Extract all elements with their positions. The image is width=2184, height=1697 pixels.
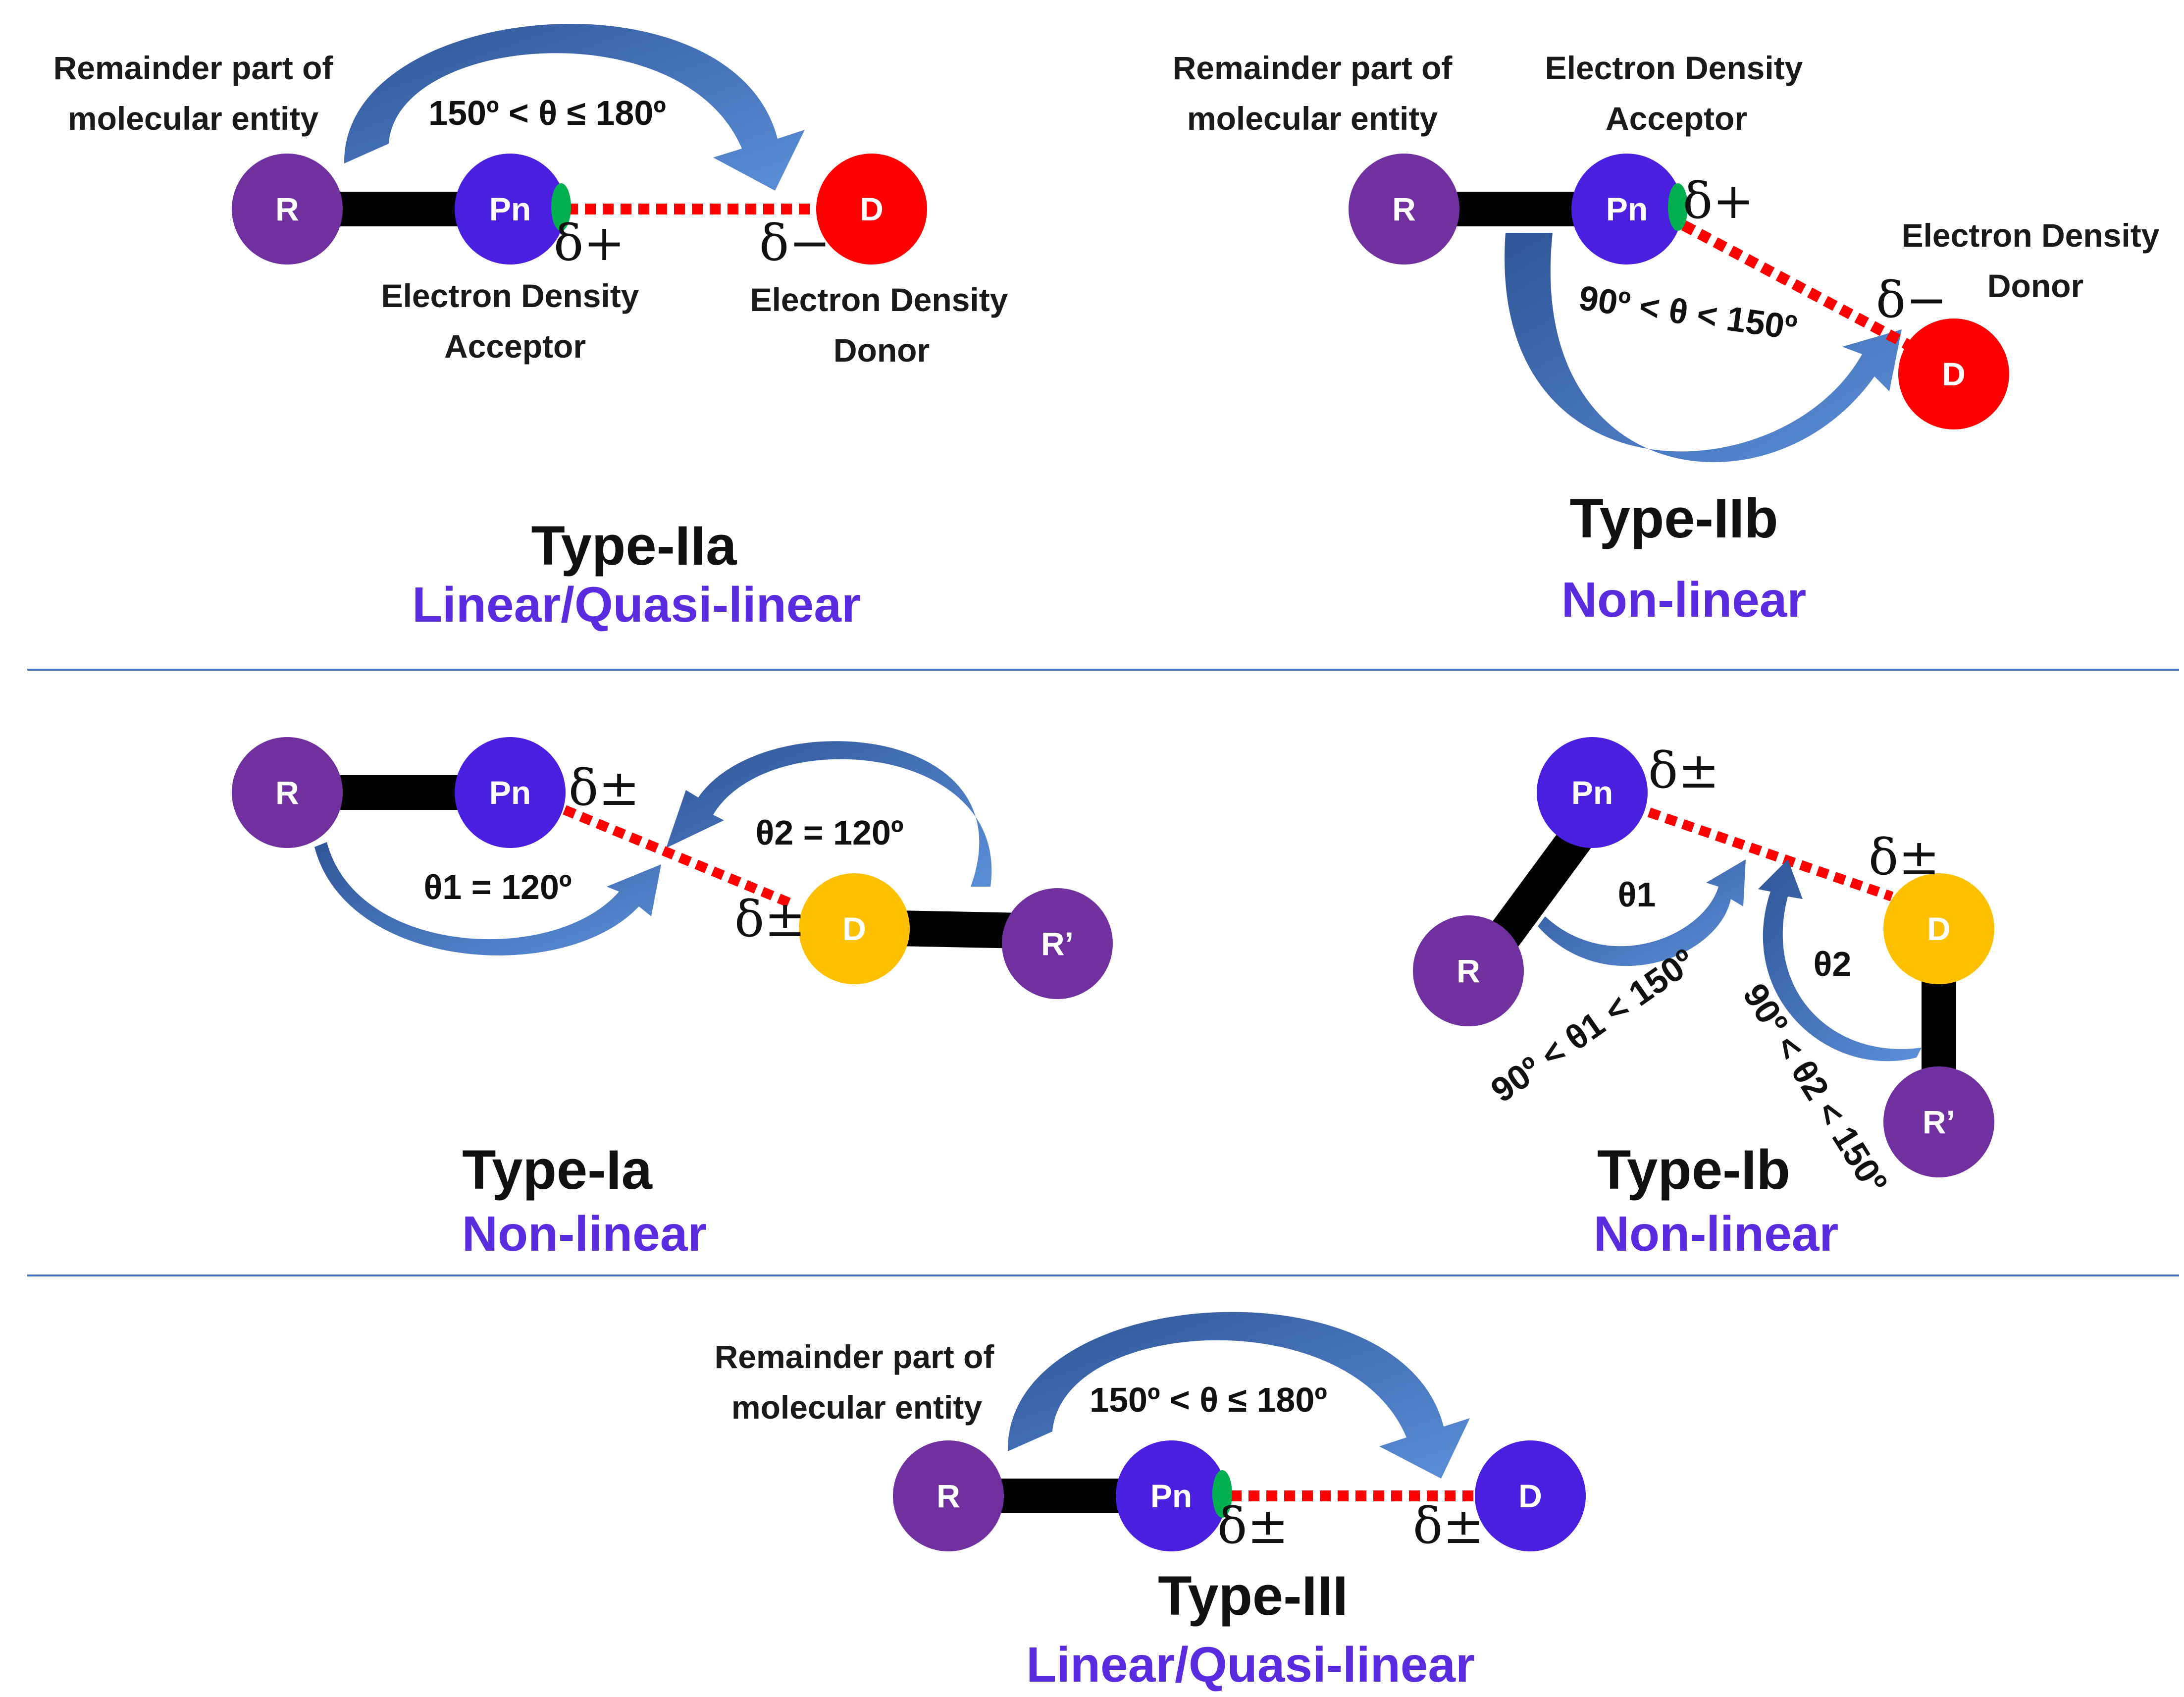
donor-label-line2: Donor [833, 332, 930, 369]
sigma-hole [551, 183, 571, 231]
angle-label: 90º < θ < 150º [1576, 278, 1799, 347]
atom-Pn-label: Pn [1571, 774, 1613, 811]
theta2-arrow [1758, 859, 1922, 1061]
atom-R-prime [1883, 1066, 1994, 1177]
panel-type-Ib: Pn R D R’ δ± δ± θ1 θ2 90º < θ1 < 150º 90… [1413, 737, 1994, 1262]
donor-label-line1: Electron Density [1902, 217, 2160, 254]
angle-arrow [344, 24, 805, 191]
atom-R-prime [1002, 888, 1113, 999]
atom-D-label: D [860, 191, 884, 227]
covalent-bond [327, 192, 475, 226]
panel-title: Type-III [1158, 1565, 1348, 1627]
atom-R [893, 1440, 1004, 1551]
panel-type-Ia: R Pn D R’ δ± δ± θ1 = 120º θ2 = 120º Type… [232, 737, 1113, 1262]
atom-Pn [455, 154, 566, 265]
remainder-label-line1: Remainder part of [1173, 50, 1453, 86]
pnictogen-bond-line [1681, 220, 1915, 352]
charge-minus: δ− [1876, 271, 1947, 329]
remainder-label-line2: molecular entity [731, 1389, 982, 1426]
charge-minus: δ− [759, 214, 831, 272]
theta2-label: θ2 [1814, 945, 1852, 983]
atom-Pn-label: Pn [489, 774, 531, 811]
atom-R [1413, 915, 1524, 1026]
atom-Pn [1116, 1440, 1227, 1551]
panel-type-IIb: R Pn D Remainder part of molecular entit… [1173, 50, 2160, 628]
atom-D [1883, 873, 1994, 984]
atom-D [816, 154, 927, 265]
donor-label-line1: Electron Density [750, 281, 1008, 318]
atom-R-prime-label: R’ [1041, 925, 1074, 962]
covalent-bond [327, 775, 475, 810]
atom-Pn [1571, 154, 1682, 265]
atom-Pn-label: Pn [489, 191, 531, 227]
charge-plus: δ+ [1683, 172, 1754, 230]
panel-subtitle: Non-linear [1594, 1206, 1838, 1262]
pnictogen-bond-line [1647, 807, 1894, 902]
atom-R-label: R [1392, 191, 1416, 227]
remainder-label-line2: molecular entity [1187, 100, 1438, 137]
remainder-label-line1: Remainder part of [715, 1338, 995, 1375]
panel-title: Type-IIa [531, 515, 737, 577]
panel-title: Type-IIb [1569, 487, 1778, 549]
theta1-arrow [314, 842, 661, 955]
atom-D-label: D [1518, 1478, 1542, 1514]
panel-type-III: R Pn D Remainder part of molecular entit… [715, 1312, 1586, 1693]
acceptor-label-line1: Electron Density [1545, 50, 1803, 86]
atom-Pn [1537, 737, 1648, 848]
panel-subtitle: Non-linear [1561, 572, 1806, 628]
atom-D [1475, 1440, 1586, 1551]
charge-d: δ± [1413, 1497, 1484, 1555]
charge-plus: δ+ [554, 214, 625, 272]
atom-R-prime-label: R’ [1923, 1104, 1955, 1140]
remainder-label-line1: Remainder part of [53, 50, 334, 86]
panel-type-IIa: R Pn D Remainder part of molecular entit… [53, 24, 1008, 633]
atom-R-label: R [1456, 953, 1480, 989]
atom-D [1898, 318, 2009, 429]
atom-D-label: D [1927, 910, 1951, 947]
panel-subtitle: Linear/Quasi-linear [1026, 1637, 1475, 1693]
atom-R-label: R [936, 1478, 960, 1514]
atom-R [232, 154, 343, 265]
atom-D [799, 873, 910, 984]
acceptor-label-line1: Electron Density [381, 277, 639, 314]
atom-Pn [455, 737, 566, 848]
atom-D-label: D [842, 910, 866, 947]
covalent-bond [990, 1479, 1139, 1513]
panel-subtitle: Linear/Quasi-linear [412, 577, 861, 633]
angle-arrow [1007, 1312, 1470, 1479]
sigma-hole [1212, 1470, 1232, 1518]
angle-label: 150º < θ ≤ 180º [428, 94, 666, 132]
atom-R [232, 737, 343, 848]
theta1-arrow [1538, 859, 1746, 966]
atom-Pn-label: Pn [1150, 1478, 1192, 1514]
atom-D-label: D [1942, 356, 1966, 392]
sigma-hole [1668, 183, 1688, 231]
theta1-label: θ1 [1618, 875, 1656, 914]
charge-pn: δ± [569, 759, 640, 817]
donor-label-line2: Donor [1987, 267, 2083, 304]
atom-Pn-label: Pn [1606, 191, 1648, 227]
theta2-label: θ2 = 120º [756, 813, 904, 852]
angle-label: 150º < θ ≤ 180º [1090, 1380, 1327, 1419]
acceptor-label-line2: Acceptor [1606, 100, 1747, 137]
remainder-label-line2: molecular entity [68, 100, 318, 137]
theta1-label: θ1 = 120º [424, 868, 572, 906]
atom-R-label: R [275, 774, 299, 811]
panel-title: Type-Ib [1597, 1139, 1790, 1201]
covalent-bond [1444, 192, 1592, 226]
charge-d: δ± [1869, 828, 1940, 886]
atom-R-label: R [275, 191, 299, 227]
atom-R [1349, 154, 1459, 265]
charge-d: δ± [734, 890, 806, 948]
panel-subtitle: Non-linear [462, 1206, 707, 1262]
charge-pn: δ± [1217, 1497, 1289, 1555]
angle-arrow [1505, 233, 1902, 463]
charge-pn: δ± [1648, 742, 1719, 799]
pnictogen-bond-line [563, 805, 794, 909]
panel-title: Type-Ia [462, 1139, 653, 1201]
acceptor-label-line2: Acceptor [444, 328, 586, 365]
theta2-arrow [666, 741, 992, 887]
